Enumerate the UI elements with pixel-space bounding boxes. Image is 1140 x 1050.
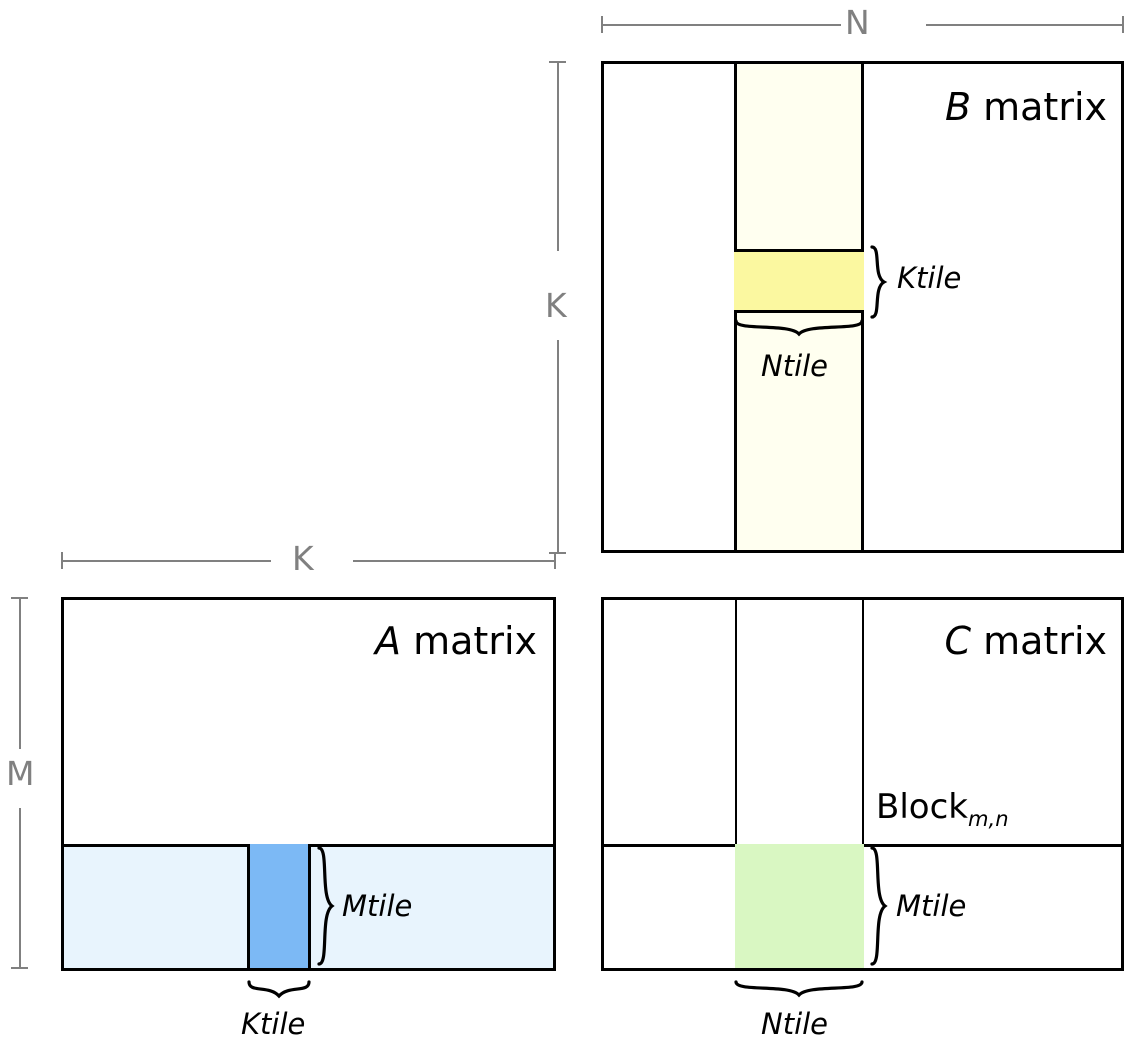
c-matrix-block-label-base: Block <box>876 787 968 827</box>
a-matrix-mtile-label: Mtile <box>342 889 413 923</box>
a-matrix-ktile-brace <box>247 979 311 1005</box>
b-matrix-name-text: matrix <box>971 85 1107 129</box>
k-dimension-b-label: K <box>545 286 567 325</box>
a-matrix-name-symbol: A <box>375 619 402 663</box>
a-matrix-name-text: matrix <box>401 619 537 663</box>
c-matrix: C matrix Blockm,n <box>601 597 1124 971</box>
k-dimension-b-bottom-segment <box>557 340 559 553</box>
c-matrix-column-right-divider <box>862 600 864 968</box>
k-dimension-a-label: K <box>292 539 314 578</box>
c-matrix-ntile-label: Ntile <box>761 1007 829 1041</box>
c-matrix-active-block <box>735 844 864 968</box>
k-dimension-a-right-cap <box>554 552 556 569</box>
b-matrix: B matrix <box>601 61 1124 553</box>
c-matrix-column-left-divider <box>735 600 737 968</box>
c-matrix-name-symbol: C <box>944 619 972 663</box>
c-matrix-block-label-subscript: m,n <box>967 805 1009 831</box>
c-matrix-mtile-brace <box>868 846 894 966</box>
c-matrix-name: C matrix <box>945 622 1108 660</box>
b-matrix-ktile-brace <box>868 245 894 319</box>
c-matrix-block-label: Blockm,n <box>876 790 1009 829</box>
a-matrix-ktile-label: Ktile <box>241 1007 306 1041</box>
a-matrix-active-tile <box>247 844 311 968</box>
b-matrix-ntile-brace <box>734 318 864 344</box>
c-matrix-mtile-label: Mtile <box>896 889 967 923</box>
n-dimension-right-cap <box>1122 16 1124 33</box>
k-dimension-a-left-segment <box>61 560 271 562</box>
b-matrix-name: B matrix <box>945 88 1107 126</box>
a-matrix: A matrix <box>61 597 556 971</box>
m-dimension-bottom-cap <box>11 967 28 969</box>
k-dimension-b-bottom-cap <box>549 552 566 554</box>
n-dimension-left-segment <box>601 24 841 26</box>
b-matrix-active-tile <box>734 249 864 313</box>
a-matrix-mtile-brace <box>315 846 341 966</box>
c-matrix-ntile-brace <box>734 979 864 1005</box>
n-dimension-label: N <box>845 3 870 42</box>
k-dimension-b-top-segment <box>557 61 559 251</box>
b-matrix-name-symbol: B <box>944 85 972 129</box>
c-matrix-name-text: matrix <box>971 619 1107 663</box>
m-dimension-bottom-segment <box>19 808 21 968</box>
b-matrix-ntile-label: Ntile <box>761 349 829 383</box>
b-matrix-ktile-label: Ktile <box>897 261 962 295</box>
n-dimension-right-segment <box>926 24 1124 26</box>
k-dimension-a-right-segment <box>353 560 556 562</box>
a-matrix-name: A matrix <box>375 622 537 660</box>
m-dimension-label: M <box>6 754 35 793</box>
m-dimension-top-segment <box>19 597 21 749</box>
